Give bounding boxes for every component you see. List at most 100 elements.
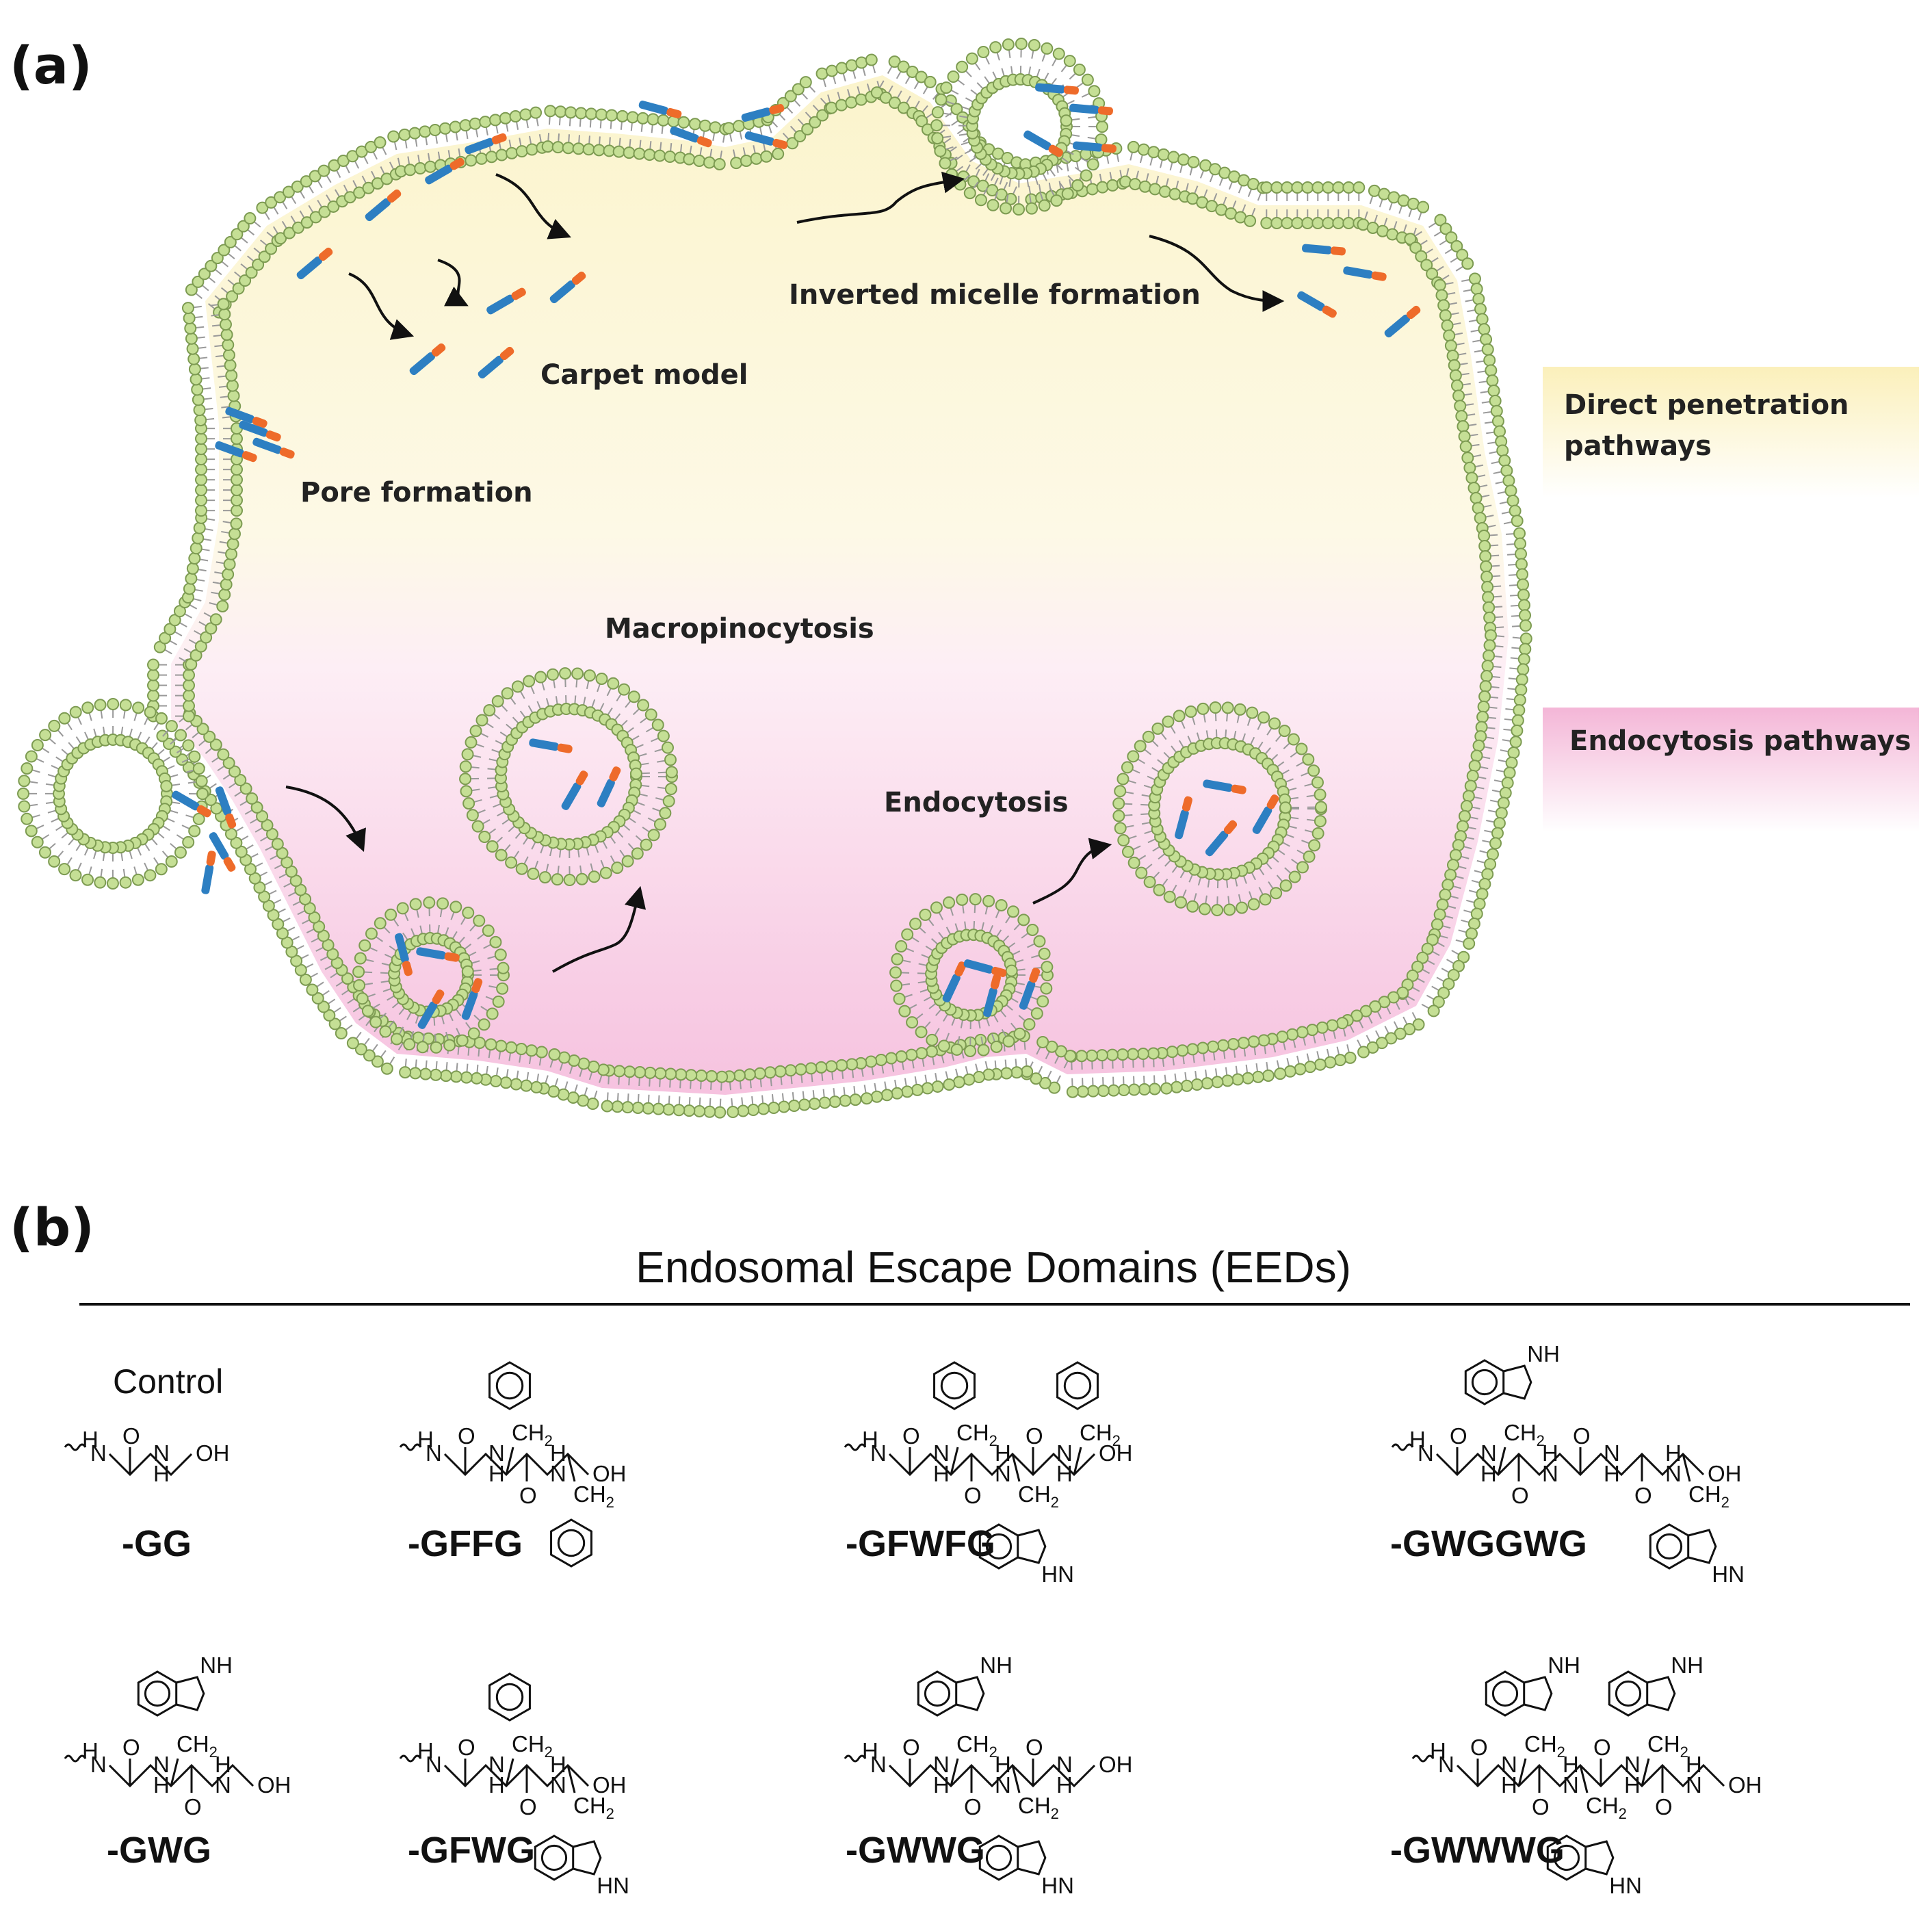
- peptide: [741, 104, 785, 122]
- svg-text:N: N: [1438, 1752, 1454, 1777]
- svg-text:CH2: CH2: [512, 1420, 553, 1449]
- svg-text:NH: NH: [1527, 1341, 1560, 1366]
- svg-text:O: O: [1634, 1483, 1652, 1508]
- svg-text:O: O: [458, 1423, 475, 1449]
- svg-text:CH2: CH2: [956, 1420, 997, 1449]
- benzene-ring-icon: [550, 1518, 592, 1568]
- vesicle-macropinosome: [459, 667, 678, 886]
- svg-text:NH: NH: [200, 1653, 233, 1678]
- peptides: [172, 83, 1421, 1029]
- svg-text:O: O: [1470, 1735, 1488, 1760]
- svg-text:N: N: [90, 1440, 107, 1466]
- svg-text:N: N: [995, 1772, 1011, 1798]
- svg-text:O: O: [1593, 1735, 1611, 1760]
- peptide: [486, 287, 526, 315]
- compound-gwwg: -GWWG: [846, 1830, 985, 1871]
- compound-gfwfg: -GFWFG: [846, 1523, 995, 1564]
- svg-text:H: H: [862, 1427, 878, 1452]
- svg-text:O: O: [1026, 1735, 1043, 1760]
- control-label: Control: [113, 1362, 223, 1401]
- benzene-ring-icon: [488, 1361, 531, 1410]
- svg-text:HN: HN: [1609, 1873, 1642, 1898]
- svg-text:OH: OH: [196, 1440, 230, 1466]
- peptide: [529, 738, 573, 753]
- peptide: [744, 131, 788, 149]
- svg-text:O: O: [902, 1735, 920, 1760]
- peptide: [1073, 141, 1117, 153]
- svg-text:NH: NH: [980, 1653, 1013, 1678]
- peptide: [425, 157, 465, 185]
- compound-gffg: -GFFG: [408, 1523, 523, 1564]
- svg-text:O: O: [964, 1483, 982, 1508]
- svg-text:OH: OH: [1099, 1752, 1133, 1777]
- compound-gg: -GG: [122, 1523, 192, 1564]
- svg-text:N: N: [426, 1440, 442, 1466]
- svg-text:H: H: [1480, 1461, 1497, 1486]
- peptide: [416, 947, 460, 962]
- svg-text:O: O: [184, 1794, 202, 1819]
- svg-text:HN: HN: [1041, 1873, 1074, 1898]
- svg-text:N: N: [426, 1752, 442, 1777]
- cell-body: [171, 75, 1509, 1095]
- svg-text:HN: HN: [1712, 1561, 1745, 1587]
- legend-endocytosis: Endocytosis pathways: [1569, 725, 1911, 757]
- peptide: [1252, 794, 1279, 834]
- svg-text:O: O: [964, 1794, 982, 1819]
- benzene-ring-icon: [978, 1523, 1019, 1570]
- benzene-ring-icon: [137, 1670, 178, 1717]
- svg-text:H: H: [1686, 1752, 1702, 1777]
- cell-membrane: [147, 53, 1532, 1119]
- svg-text:H: H: [1056, 1772, 1073, 1798]
- svg-text:O: O: [1511, 1483, 1529, 1508]
- arrow-pore-1: [348, 272, 415, 340]
- peptide: [1343, 266, 1387, 281]
- svg-text:NH: NH: [1671, 1653, 1703, 1678]
- compound-names: Control -GG -GFFG -GFWFG -GWGGWG -GWG -G…: [107, 1362, 1587, 1871]
- svg-text:O: O: [1532, 1794, 1550, 1819]
- benzene-ring-icon: [1056, 1361, 1099, 1410]
- svg-text:CH2: CH2: [177, 1731, 218, 1761]
- svg-text:O: O: [1655, 1794, 1673, 1819]
- svg-text:HN: HN: [597, 1873, 629, 1898]
- peptide: [296, 247, 333, 280]
- vesicle-forming-macro: [352, 896, 510, 1054]
- peptide: [597, 766, 621, 807]
- svg-text:O: O: [122, 1423, 140, 1449]
- benzene-ring-icon: [534, 1835, 575, 1881]
- benzene-ring-icon: [488, 1672, 531, 1722]
- vesicle-endosome: [1112, 701, 1327, 917]
- panel-b-label: (b): [10, 1197, 94, 1258]
- arrow-carpet-1: [495, 173, 571, 239]
- svg-text:O: O: [122, 1735, 140, 1760]
- benzene-ring-icon: [1649, 1523, 1690, 1570]
- label-pore-formation: Pore formation: [300, 477, 533, 508]
- peptide: [1297, 291, 1337, 318]
- svg-text:CH2: CH2: [1018, 1793, 1059, 1822]
- svg-text:OH: OH: [592, 1772, 627, 1798]
- label-macropinocytosis: Macropinocytosis: [605, 613, 874, 645]
- svg-text:N: N: [1501, 1752, 1517, 1777]
- svg-text:O: O: [519, 1794, 537, 1819]
- svg-text:H: H: [1604, 1461, 1620, 1486]
- svg-text:N: N: [90, 1752, 107, 1777]
- svg-text:NH: NH: [1548, 1653, 1580, 1678]
- svg-text:N: N: [550, 1461, 566, 1486]
- svg-text:OH: OH: [1728, 1772, 1762, 1798]
- svg-text:H: H: [1409, 1427, 1426, 1452]
- peptide: [1019, 968, 1041, 1010]
- svg-text:H: H: [933, 1772, 950, 1798]
- svg-text:OH: OH: [257, 1772, 291, 1798]
- compound-gwggwg: -GWGGWG: [1390, 1523, 1587, 1564]
- svg-text:H: H: [417, 1738, 434, 1763]
- legend-direct-line2: pathways: [1564, 430, 1712, 462]
- svg-text:CH2: CH2: [1524, 1731, 1565, 1761]
- peptide: [409, 343, 446, 376]
- svg-text:CH2: CH2: [573, 1481, 614, 1511]
- pathway-labels: Carpet model Inverted micelle formation …: [300, 279, 1201, 818]
- benzene-ring-icon: [978, 1835, 1019, 1881]
